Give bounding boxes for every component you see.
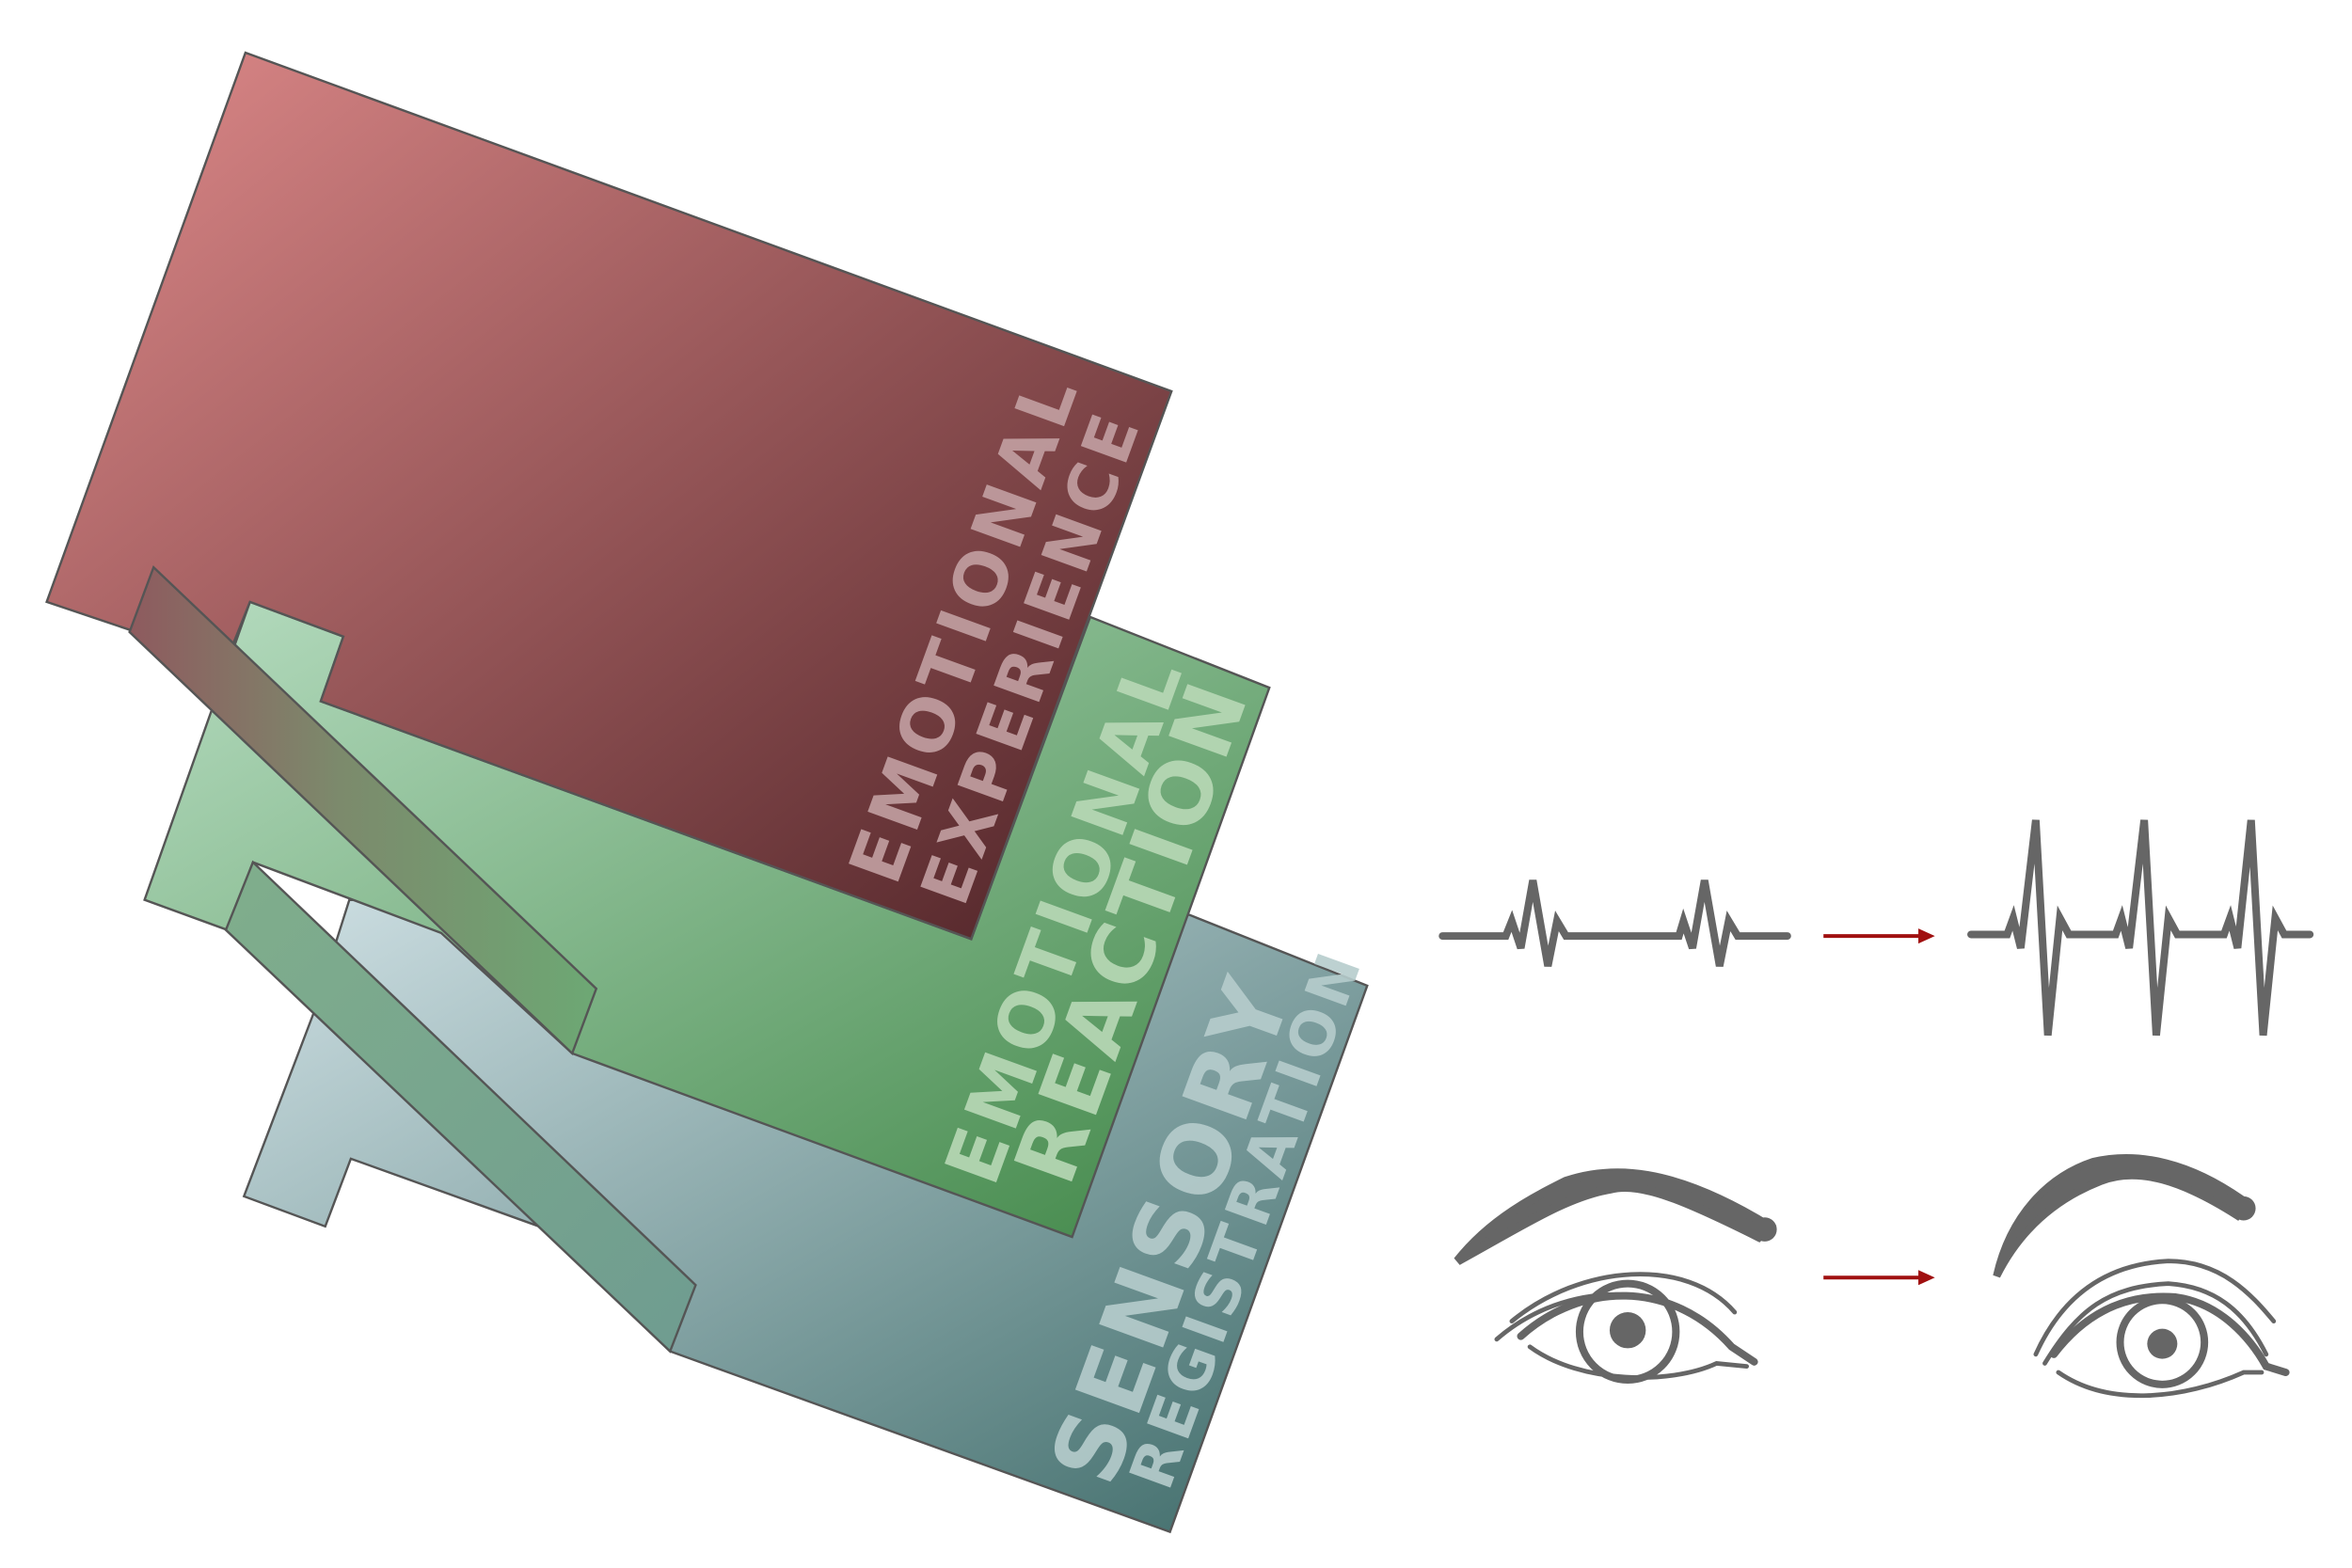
fast-heartbeat-icon [1967,819,2314,1037]
raised-eyebrow [1993,1154,2254,1278]
emotional-experience-panel [45,51,1173,941]
calm-heartbeat-icon [1438,879,1791,967]
relaxed-eyebrow [1454,1168,1777,1265]
relaxed-eye-icon [1454,1168,1777,1385]
emotional-experience-layer: EMOTIONAL EXPERIENCE [45,51,1173,1055]
experience-to-reaction-connector [128,565,598,1055]
heartbeat-arrow-icon [1823,928,1935,944]
reaction-to-registration-connector [224,860,697,1354]
eye-arrow-icon [1823,1270,1935,1286]
widened-eye-icon [1993,1154,2290,1399]
